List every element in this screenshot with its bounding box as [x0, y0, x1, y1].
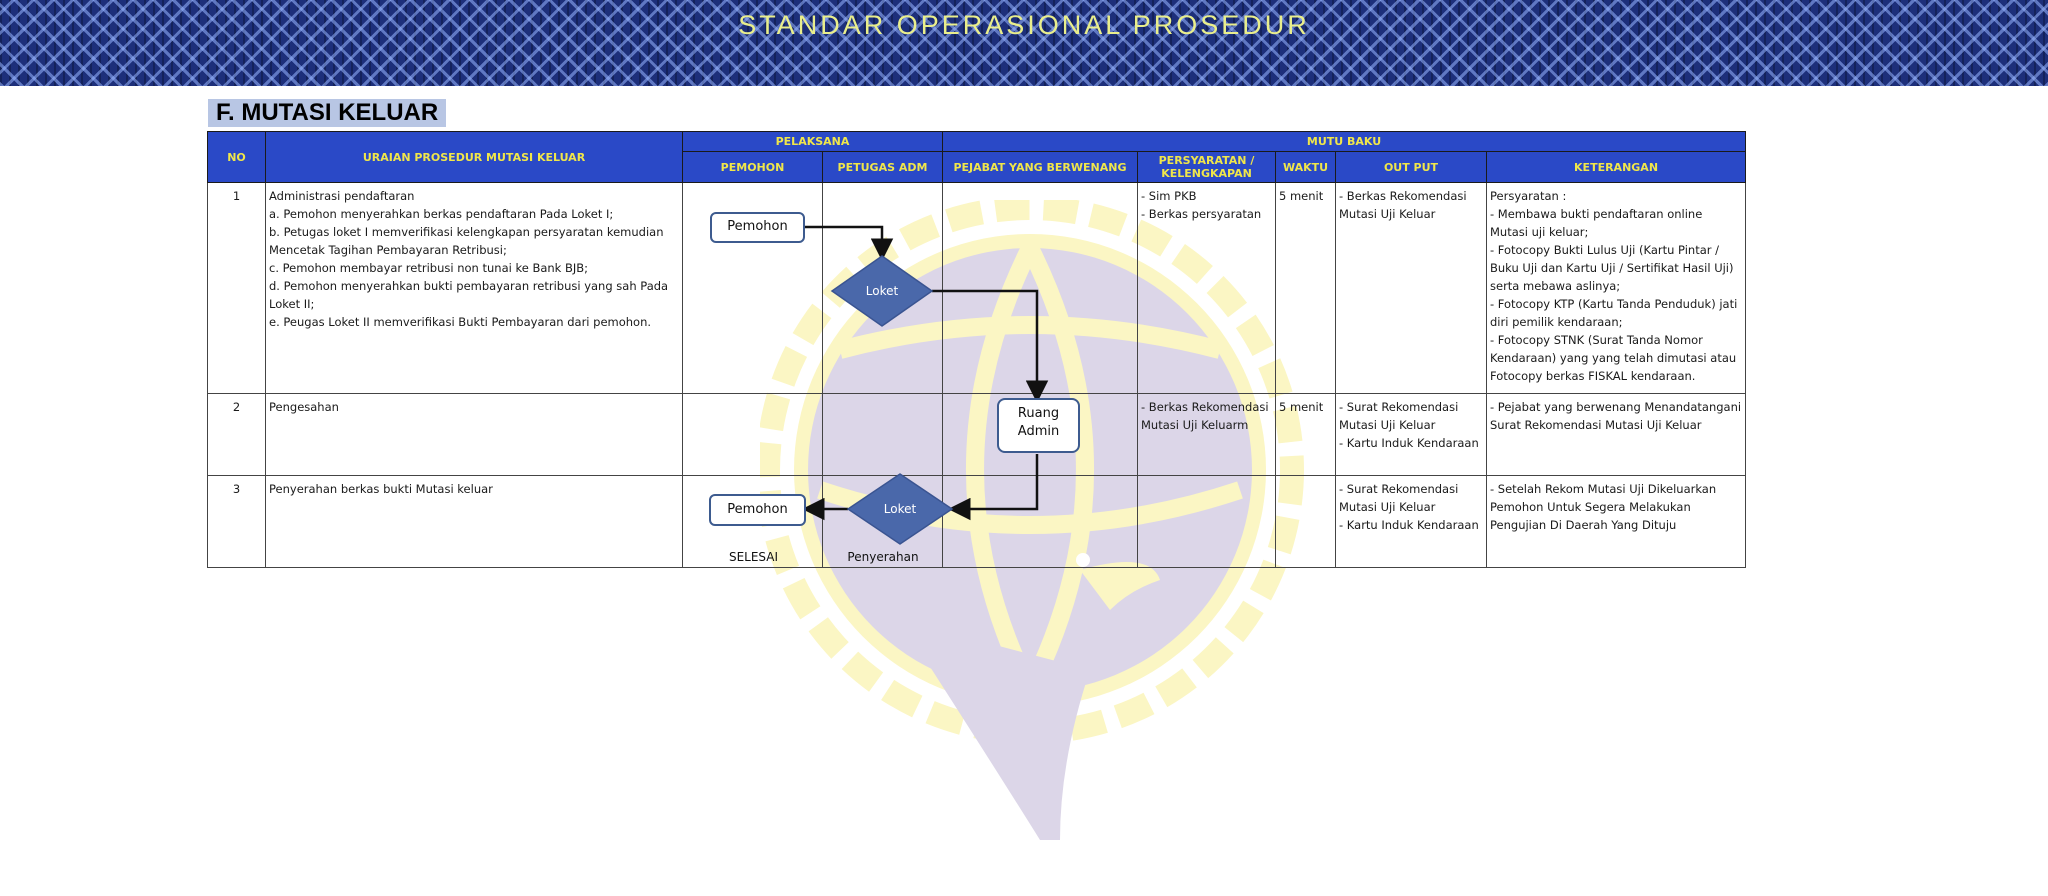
header-keterangan: KETERANGAN — [1485, 151, 1747, 183]
keterangan-line: Persyaratan : — [1490, 189, 1567, 203]
uraian-line: c. Pemohon membayar retribusi non tunai … — [269, 261, 589, 275]
header-no: NO — [207, 131, 266, 183]
cell-keterangan: - Setelah Rekom Mutasi Uji Dikeluarkan P… — [1485, 475, 1747, 568]
keterangan-line: - Pejabat yang berwenang Menandatangani … — [1490, 400, 1742, 432]
keterangan-line: - Fotocopy Bukti Lulus Uji (Kartu Pintar… — [1490, 243, 1734, 293]
header-pemohon: PEMOHON — [682, 151, 823, 183]
cell-waktu: 5 menit — [1275, 182, 1336, 394]
cell-waktu: 5 menit — [1275, 393, 1336, 476]
uraian-line: Administrasi pendaftaran — [269, 189, 415, 203]
cell-no: 2 — [207, 393, 266, 476]
cell-output: - Surat Rekomendasi Mutasi Uji Keluar - K… — [1335, 393, 1487, 476]
cell-keterangan: - Pejabat yang berwenang Menandatangani … — [1485, 393, 1747, 476]
cell-no: 3 — [207, 475, 266, 568]
cell-pejabat — [942, 182, 1138, 394]
persyaratan-line: - Berkas persyaratan — [1141, 207, 1262, 221]
cell-pemohon — [682, 475, 823, 568]
cell-persyaratan: - Berkas Rekomendasi Mutasi Uji Keluarm — [1137, 393, 1276, 476]
keterangan-line: - Membawa bukti pendaftaran online Mutas… — [1490, 207, 1703, 239]
cell-uraian: Penyerahan berkas bukti Mutasi keluar — [265, 475, 683, 568]
cell-pemohon — [682, 393, 823, 476]
keterangan-line: - Setelah Rekom Mutasi Uji Dikeluarkan P… — [1490, 482, 1717, 532]
cell-waktu — [1275, 475, 1336, 568]
header-persyaratan: PERSYARATAN / KELENGKAPAN — [1137, 151, 1276, 183]
cell-petugas-adm — [822, 182, 943, 394]
header-uraian: URAIAN PROSEDUR MUTASI KELUAR — [265, 131, 683, 183]
header-banner: STANDAR OPERASIONAL PROSEDUR — [0, 0, 2048, 86]
header-mutu-baku: MUTU BAKU — [941, 131, 1747, 152]
cell-petugas-adm — [822, 393, 943, 476]
cell-persyaratan — [1137, 475, 1276, 568]
uraian-line: d. Pemohon menyerahkan bukti pembayaran … — [269, 279, 669, 311]
output-line: - Surat Rekomendasi Mutasi Uji Keluar — [1339, 482, 1459, 514]
cell-petugas-adm — [822, 475, 943, 568]
persyaratan-line: - Berkas Rekomendasi Mutasi Uji Keluarm — [1141, 400, 1269, 432]
cell-uraian: Administrasi pendaftaran a. Pemohon menye… — [265, 182, 683, 394]
uraian-line: e. Peugas Loket II memverifikasi Bukti P… — [269, 315, 652, 329]
uraian-line: Penyerahan berkas bukti Mutasi keluar — [269, 482, 493, 496]
header-output: OUT PUT — [1335, 151, 1487, 183]
header-waktu: WAKTU — [1275, 151, 1336, 183]
cell-no: 1 — [207, 182, 266, 394]
uraian-line: a. Pemohon menyerahkan berkas pendaftara… — [269, 207, 614, 221]
keterangan-line: - Fotocopy STNK (Surat Tanda Nomor Kenda… — [1490, 333, 1737, 383]
section-title: F. MUTASI KELUAR — [208, 99, 447, 127]
cell-pejabat — [942, 393, 1138, 476]
header-pejabat: PEJABAT YANG BERWENANG — [942, 151, 1138, 183]
cell-pemohon — [682, 182, 823, 394]
uraian-line: Pengesahan — [269, 400, 339, 414]
header-petugas-adm: PETUGAS ADM — [822, 151, 943, 183]
cell-persyaratan: - Sim PKB - Berkas persyaratan — [1137, 182, 1276, 394]
keterangan-line: - Fotocopy KTP (Kartu Tanda Penduduk) ja… — [1490, 297, 1738, 329]
output-line: - Surat Rekomendasi Mutasi Uji Keluar — [1339, 400, 1459, 432]
output-line: - Kartu Induk Kendaraan — [1339, 518, 1479, 532]
cell-pejabat — [942, 475, 1138, 568]
header-pelaksana: PELAKSANA — [682, 131, 943, 152]
sop-table: NO URAIAN PROSEDUR MUTASI KELUAR PELAKSA… — [207, 131, 1747, 568]
cell-uraian: Pengesahan — [265, 393, 683, 476]
banner-title: STANDAR OPERASIONAL PROSEDUR — [738, 10, 1310, 40]
output-line: - Berkas Rekomendasi Mutasi Uji Keluar — [1339, 189, 1467, 221]
cell-output: - Surat Rekomendasi Mutasi Uji Keluar - K… — [1335, 475, 1487, 568]
cell-keterangan: Persyaratan : - Membawa bukti pendaftaran… — [1485, 182, 1747, 394]
output-line: - Kartu Induk Kendaraan — [1339, 436, 1479, 450]
cell-output: - Berkas Rekomendasi Mutasi Uji Keluar — [1335, 182, 1487, 394]
uraian-line: b. Petugas loket I memverifikasi kelengk… — [269, 225, 664, 257]
persyaratan-line: - Sim PKB — [1141, 189, 1197, 203]
